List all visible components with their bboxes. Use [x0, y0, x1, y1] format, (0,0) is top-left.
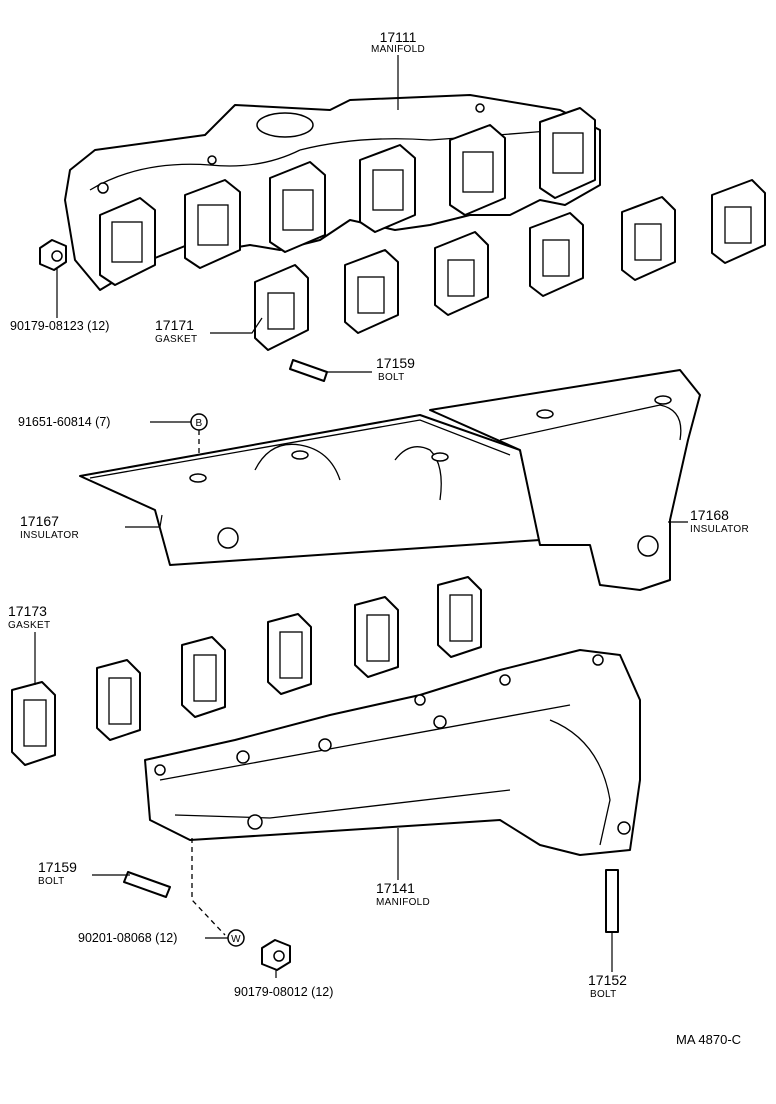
svg-text:90179-08123 (12): 90179-08123 (12) — [10, 319, 109, 333]
stud-bolt-17159-bottom — [123, 871, 171, 898]
intake-manifold-17111 — [64, 94, 601, 291]
svg-text:GASKET: GASKET — [155, 334, 197, 345]
callout-17167: 17167 INSULATOR — [20, 513, 79, 541]
stud-bolt-17152 — [605, 869, 619, 933]
svg-text:17159: 17159 — [376, 355, 415, 371]
svg-text:BOLT: BOLT — [590, 989, 617, 1000]
svg-text:INSULATOR: INSULATOR — [690, 524, 749, 535]
svg-text:BOLT: BOLT — [378, 372, 405, 383]
marker-b: B — [190, 413, 208, 431]
callout-91651-60814: 91651-60814 (7) — [18, 415, 110, 429]
svg-text:17168: 17168 — [690, 507, 729, 523]
callout-17111: 17111 MANIFOLD — [371, 29, 425, 55]
insulator-17167 — [79, 414, 541, 566]
svg-text:17173: 17173 — [8, 603, 47, 619]
stud-bolt-17159-top — [289, 359, 328, 382]
exhaust-manifold-17141 — [144, 649, 641, 856]
callout-90179-08012: 90179-08012 (12) — [234, 985, 333, 999]
callout-17159-top: 17159 BOLT — [376, 355, 415, 383]
insulator-17168 — [429, 369, 701, 591]
nut-90179-08012 — [261, 939, 291, 971]
callout-17141: 17141 MANIFOLD — [376, 880, 430, 908]
svg-text:W: W — [231, 934, 241, 945]
callout-17159-bottom: 17159 BOLT — [38, 859, 77, 887]
nut-90179-08123 — [39, 239, 67, 271]
callout-90179-08123: 90179-08123 (12) — [10, 319, 109, 333]
svg-text:17167: 17167 — [20, 513, 59, 529]
svg-text:GASKET: GASKET — [8, 620, 50, 631]
svg-text:17141: 17141 — [376, 880, 415, 896]
callout-17171: 17171 GASKET — [155, 317, 197, 345]
svg-text:MANIFOLD: MANIFOLD — [376, 897, 430, 908]
gasket-row-17171 — [254, 179, 766, 351]
svg-text:90179-08012 (12): 90179-08012 (12) — [234, 985, 333, 999]
svg-text:17171: 17171 — [155, 317, 194, 333]
callout-17168: 17168 INSULATOR — [690, 507, 749, 535]
svg-text:17152: 17152 — [588, 972, 627, 988]
callout-90201-08068: 90201-08068 (12) — [78, 931, 177, 945]
leader-lines — [34, 55, 688, 978]
marker-w: W — [227, 929, 245, 947]
gasket-row-17173 — [11, 576, 482, 766]
svg-text:90201-08068 (12): 90201-08068 (12) — [78, 931, 177, 945]
svg-text:MA 4870-C: MA 4870-C — [676, 1032, 741, 1047]
callout-17173: 17173 GASKET — [8, 603, 50, 631]
svg-text:BOLT: BOLT — [38, 876, 65, 887]
svg-text:B: B — [196, 418, 203, 429]
svg-text:MANIFOLD: MANIFOLD — [371, 44, 425, 55]
svg-text:INSULATOR: INSULATOR — [20, 530, 79, 541]
drawing-code: MA 4870-C — [676, 1032, 741, 1047]
svg-text:17159: 17159 — [38, 859, 77, 875]
callout-17152: 17152 BOLT — [588, 972, 627, 1000]
svg-text:17111: 17111 — [380, 29, 417, 45]
svg-text:91651-60814 (7): 91651-60814 (7) — [18, 415, 110, 429]
